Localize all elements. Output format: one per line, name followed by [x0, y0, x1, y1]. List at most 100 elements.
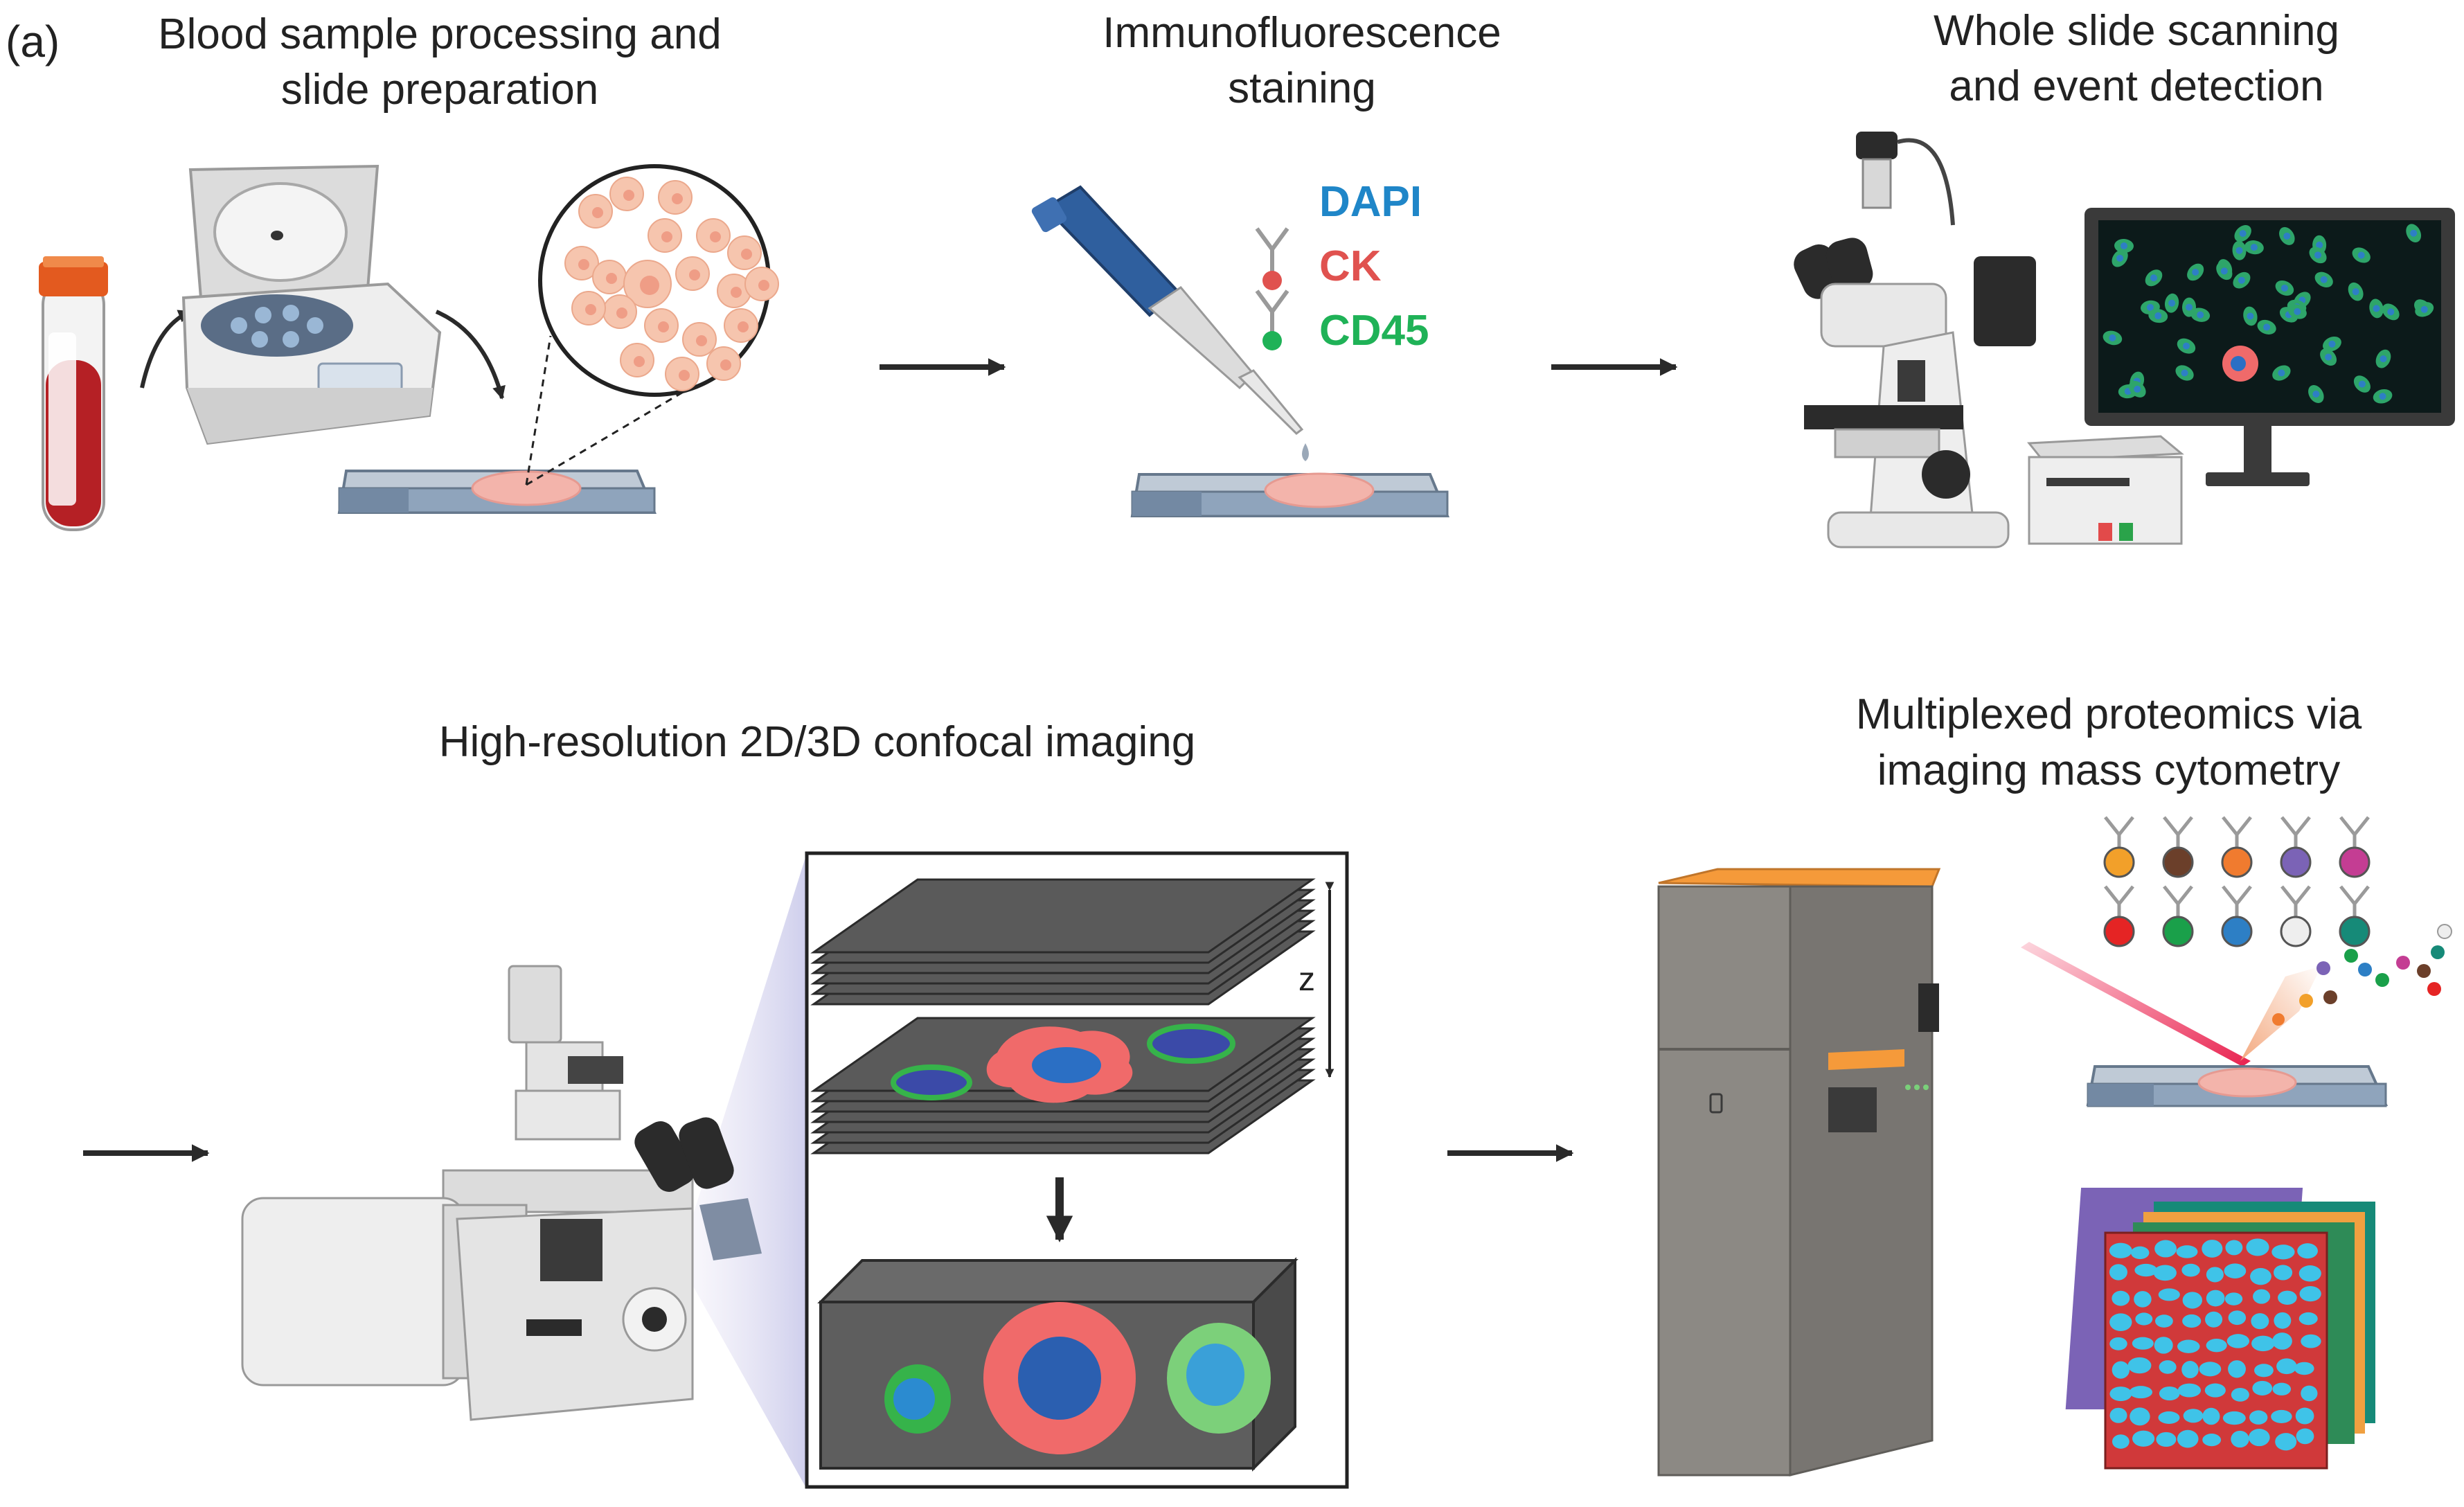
segmented-cell	[2155, 1314, 2173, 1328]
segmented-cell	[2298, 1312, 2318, 1326]
segmented-cell	[2112, 1290, 2130, 1306]
zoom-beam	[679, 853, 807, 1489]
segmented-cell	[2181, 1263, 2200, 1277]
glass-slide-icon	[337, 470, 657, 514]
segmented-cell	[2156, 1432, 2177, 1447]
staining-title-line2: staining	[1228, 64, 1376, 112]
segmented-cell	[2295, 1407, 2314, 1425]
segmented-cell	[2154, 1240, 2177, 1258]
segmented-cell	[2275, 1433, 2297, 1451]
segmented-cell	[2251, 1335, 2275, 1352]
metal-tag	[2162, 846, 2194, 878]
glass-slide-icon	[1130, 472, 1449, 517]
upright-microscope-icon	[1794, 132, 2036, 549]
segmented-cell	[2176, 1245, 2198, 1258]
panel-label: (a)	[6, 17, 60, 66]
ck-marker-dot	[1262, 271, 1282, 290]
segmented-cell	[2183, 1409, 2204, 1423]
segmented-cell	[2250, 1267, 2271, 1285]
segmented-cell	[2251, 1313, 2269, 1330]
metal-tag	[2221, 846, 2253, 878]
blood-tube-icon	[39, 256, 108, 531]
segmented-cell	[2109, 1407, 2127, 1423]
segmented-cell	[2224, 1292, 2243, 1305]
segmented-cell	[2182, 1292, 2203, 1309]
segmented-cell	[2228, 1360, 2246, 1378]
imc-title-line1: Multiplexed proteomics via	[1856, 690, 2362, 738]
segmented-cell	[2199, 1362, 2222, 1377]
metal-tag	[2339, 846, 2371, 878]
metal-tag	[2280, 846, 2312, 878]
segmented-cell	[2109, 1242, 2132, 1258]
segmented-cell	[2204, 1383, 2226, 1398]
scanning-step: Whole slide scanning and event detection	[1794, 7, 2455, 549]
segmented-cell	[2271, 1245, 2295, 1260]
laser-beam	[2021, 942, 2251, 1067]
segmented-cell	[2248, 1428, 2270, 1447]
segmented-cell	[2109, 1386, 2132, 1402]
glass-slide-icon	[2086, 1065, 2389, 1107]
centrifuge-icon	[181, 164, 442, 445]
segmented-cell	[2278, 1290, 2297, 1305]
segmented-cell	[2231, 1430, 2249, 1448]
segmented-cell	[2271, 1409, 2292, 1423]
plume-particles	[2299, 924, 2452, 1008]
segmented-cell	[2252, 1380, 2273, 1395]
segmented-cell	[2272, 1332, 2292, 1350]
multiplexed-image-stack	[2065, 1188, 2375, 1470]
segmented-cell	[2274, 1312, 2292, 1329]
curved-arrow-icon	[435, 310, 506, 400]
segmented-cell	[2296, 1428, 2314, 1445]
imc-step: Multiplexed proteomics via imaging mass …	[1657, 690, 2452, 1477]
segmented-cell	[2272, 1382, 2292, 1395]
segmented-cell	[2228, 1310, 2247, 1326]
segmented-cell	[2224, 1263, 2247, 1278]
segmented-cell	[2206, 1267, 2224, 1283]
segmented-cell	[2135, 1312, 2153, 1326]
z-axis-label: z	[1298, 961, 1315, 998]
metal-tag	[2103, 916, 2135, 947]
segmented-cell	[2202, 1407, 2220, 1425]
segmented-cell	[2129, 1386, 2153, 1399]
segmented-cell	[2130, 1407, 2150, 1426]
segmented-cell	[2294, 1362, 2314, 1375]
segmented-cell	[2159, 1386, 2180, 1401]
ion-plume	[2240, 966, 2321, 1061]
sample-prep-title-line1: Blood sample processing and	[158, 10, 721, 58]
segmented-cell	[2274, 1265, 2293, 1281]
staining-title-line1: Immunofluorescence	[1102, 9, 1501, 57]
metal-tag	[2221, 916, 2253, 947]
segmented-cell	[2112, 1361, 2130, 1379]
segmented-cell	[2158, 1411, 2180, 1424]
segmented-cell	[2132, 1430, 2155, 1447]
metal-tag	[2280, 916, 2312, 947]
mass-cytometer-icon	[1657, 868, 1941, 1477]
metal-tagged-antibodies	[2103, 816, 2371, 947]
segmented-cell	[2222, 1411, 2246, 1425]
segmented-cell	[2253, 1289, 2271, 1304]
sample-prep-title-line2: slide preparation	[281, 66, 598, 114]
segmented-cell	[2297, 1243, 2318, 1259]
stain-label-ck: CK	[1319, 242, 1382, 290]
segmented-cell	[2182, 1314, 2202, 1328]
segmented-cell	[2134, 1263, 2158, 1277]
segmented-cell	[2127, 1357, 2152, 1374]
sample-prep-step: Blood sample processing and slide prepar…	[39, 10, 779, 531]
segmented-cell	[2153, 1265, 2177, 1281]
segmented-cell	[2231, 1387, 2249, 1402]
confocal-title: High-resolution 2D/3D confocal imaging	[439, 718, 1195, 766]
scanning-title-line1: Whole slide scanning	[1934, 7, 2339, 55]
metal-tag	[2103, 846, 2135, 878]
inverted-microscope-icon	[241, 965, 762, 1421]
segmented-cell	[2177, 1429, 2199, 1448]
segmented-cell	[2130, 1246, 2150, 1260]
segmented-cell	[2202, 1434, 2222, 1447]
segmented-cell	[2246, 1238, 2269, 1256]
stain-label-cd45: CD45	[1319, 307, 1429, 355]
segmented-cell	[2181, 1361, 2199, 1379]
segmented-cell	[2249, 1410, 2268, 1425]
segmented-cell	[2109, 1337, 2127, 1350]
segmented-cell	[2134, 1291, 2152, 1308]
segmented-cell	[2132, 1337, 2154, 1350]
